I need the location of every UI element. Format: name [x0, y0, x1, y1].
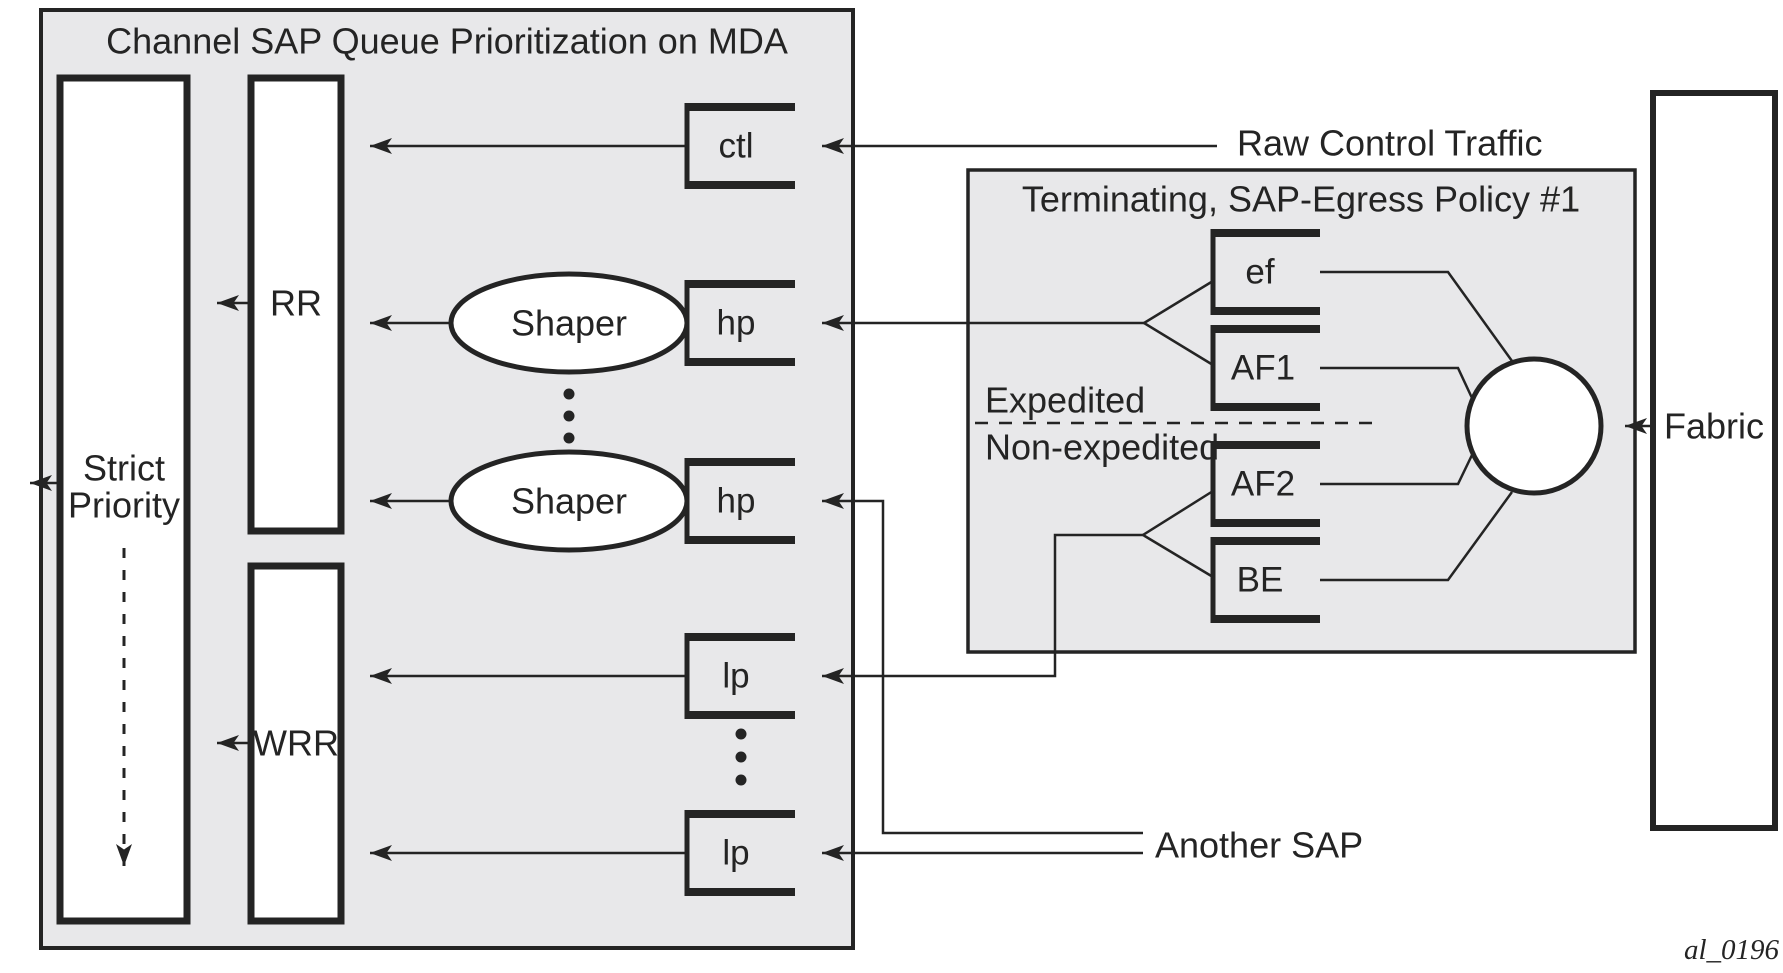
fabric-box	[1650, 90, 1778, 831]
queue-af2: AF2	[1210, 441, 1320, 527]
wrr-scheduler-label: WRR	[253, 723, 339, 764]
af1-to-aggregator-line	[1320, 366, 1474, 399]
lp-queue-ellipsis-dots-icon	[735, 728, 747, 786]
strict-priority-label-line1: Strict	[83, 448, 165, 489]
queue-ctl: ctl	[684, 103, 795, 189]
shaper-ellipsis-dots-icon	[563, 388, 575, 444]
raw-control-traffic-label: Raw Control Traffic	[1237, 123, 1542, 164]
be-to-aggregator-line	[1320, 491, 1514, 582]
af2-to-aggregator-line	[1320, 454, 1474, 486]
queue-hp-1-label: hp	[717, 304, 756, 343]
queue-lp-1-label: lp	[722, 657, 749, 696]
sap-egress-policy-title: Terminating, SAP-Egress Policy #1	[1022, 179, 1580, 220]
wrr-scheduler-box	[247, 562, 345, 925]
mda-panel-title: Channel SAP Queue Prioritization on MDA	[106, 21, 788, 62]
shaper-2-label: Shaper	[511, 481, 627, 522]
strict-priority-box	[56, 74, 191, 925]
queue-af1: AF1	[1210, 325, 1320, 411]
rr-scheduler-box	[247, 74, 345, 535]
queue-be: BE	[1210, 537, 1320, 623]
queue-hp-2-label: hp	[717, 482, 756, 521]
strict-priority-label-line2: Priority	[68, 485, 180, 526]
shaper-1-label: Shaper	[511, 303, 627, 344]
another-sap-to-hp2-arrow-icon	[822, 493, 1143, 835]
queue-hp-2: hp	[684, 458, 795, 544]
ef-to-aggregator-line	[1320, 270, 1514, 362]
queue-ef-label: ef	[1245, 253, 1274, 292]
queue-be-label: BE	[1237, 561, 1284, 600]
queue-ctl-label: ctl	[719, 127, 754, 166]
policy-to-lp1-arrow-icon	[822, 533, 1143, 684]
queue-hp-1: hp	[684, 280, 795, 366]
non-expedited-label: Non-expedited	[985, 427, 1219, 468]
another-sap-label: Another SAP	[1155, 825, 1363, 866]
queue-lp-2-label: lp	[722, 834, 749, 873]
aggregator-circle	[1464, 356, 1604, 496]
queue-af1-label: AF1	[1231, 349, 1295, 388]
fabric-label: Fabric	[1664, 406, 1764, 447]
queue-af2-label: AF2	[1231, 465, 1295, 504]
rr-scheduler-label: RR	[270, 283, 322, 324]
queue-ef: ef	[1210, 229, 1320, 315]
queue-lp-1: lp	[684, 633, 795, 719]
expedited-label: Expedited	[985, 380, 1145, 421]
figure-id-watermark: al_0196	[1684, 934, 1780, 966]
